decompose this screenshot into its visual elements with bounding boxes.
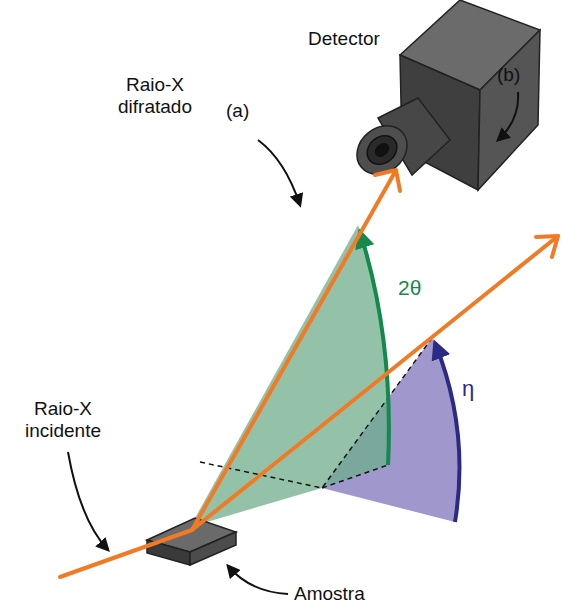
incident-ray: [60, 530, 192, 577]
callout-letter: (b): [497, 64, 537, 86]
callout-letter: (a): [226, 100, 266, 122]
ray-arrowhead: [375, 170, 400, 191]
construction-line: [322, 465, 388, 488]
eta-arc: [435, 343, 460, 522]
two-theta-arc: [360, 232, 389, 465]
transmitted-ray: [192, 236, 558, 530]
leader-arrow: [228, 566, 288, 594]
leader-arrow: [68, 452, 108, 550]
diffracted-ray: [192, 172, 395, 530]
leader-arrow: [258, 140, 300, 205]
ray-arrowhead: [536, 236, 558, 257]
ray-label: Raio-X difratado: [100, 74, 210, 118]
angle-label: 2θ: [398, 276, 438, 300]
angle-label: η: [462, 376, 492, 401]
ray-label: Raio-X incidente: [8, 398, 118, 442]
leader-arrow: [498, 92, 518, 140]
sample-label: Amostra: [294, 583, 394, 605]
construction-line: [200, 338, 432, 488]
detector-label: Detector: [308, 28, 398, 50]
